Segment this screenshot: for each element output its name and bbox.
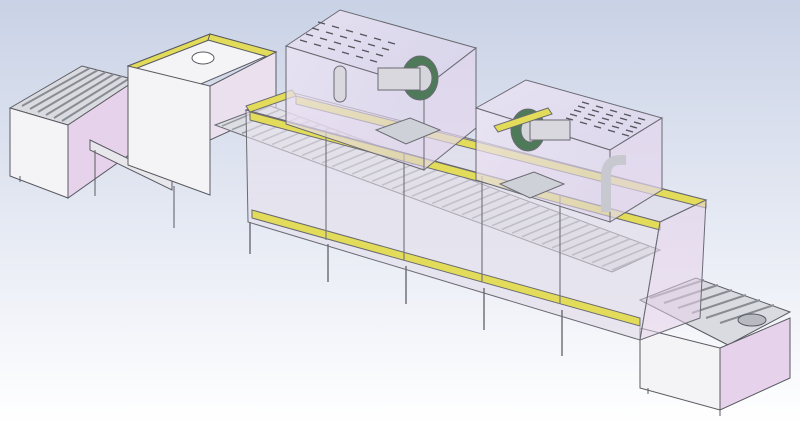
vent-slot [325, 31, 334, 35]
chamber-1-vent-slots [299, 21, 396, 63]
left-rollers [21, 67, 131, 122]
vent-slot [355, 55, 364, 59]
vent-slot [615, 121, 624, 125]
vent-slot [597, 121, 606, 125]
vent-slot [607, 129, 616, 133]
tunnel-yellow-bottom-rail [251, 209, 641, 327]
vent-slot [353, 39, 362, 43]
chamber-1-fan [377, 55, 439, 101]
vent-slot [299, 39, 308, 43]
vent-slot [369, 59, 378, 63]
vent-slot [375, 53, 384, 57]
vent-slot [619, 117, 628, 121]
vent-slot [587, 113, 596, 117]
vent-slot [605, 113, 614, 117]
vent-slot [591, 109, 600, 113]
vent-slot [625, 129, 634, 133]
chamber-2-vent-slots [565, 101, 646, 137]
vent-slot [621, 133, 630, 137]
cabinet-front [127, 65, 211, 196]
tunnel-frame-posts [325, 132, 561, 304]
vent-slot [593, 125, 602, 129]
vent-slot [583, 117, 592, 121]
right-drive-roller [737, 313, 767, 327]
vent-slot [347, 45, 356, 49]
vent-slot [361, 49, 370, 53]
tunnel-end-panel [639, 199, 707, 341]
vent-slot [611, 125, 620, 129]
vent-slot [579, 121, 588, 125]
chamber-1-tray [374, 117, 442, 145]
heating-chamber-1 [284, 9, 478, 172]
vent-slot [609, 109, 618, 113]
vent-slot [317, 21, 326, 25]
vent-slot [601, 117, 610, 121]
vent-slot [367, 43, 376, 47]
vent-slot [359, 33, 368, 37]
vent-slot [333, 41, 342, 45]
vent-slot [565, 117, 574, 121]
vent-slot [577, 105, 586, 109]
vent-slot [595, 105, 604, 109]
vent-slot [623, 113, 632, 117]
vent-slot [573, 109, 582, 113]
vent-slot [327, 47, 336, 51]
vent-slot [305, 33, 314, 37]
vent-slot [629, 125, 638, 129]
cabinet-port-hole [191, 51, 215, 65]
vent-slot [331, 25, 340, 29]
vent-slot [311, 27, 320, 31]
vent-slot [633, 121, 642, 125]
chamber-2-tray [498, 171, 566, 199]
loading-cabinet [126, 33, 278, 228]
vent-slot [569, 113, 578, 117]
vent-slot [581, 101, 590, 105]
vent-slot [319, 37, 328, 41]
chamber-2-yellow-bracket [493, 107, 553, 133]
vent-slot [381, 47, 390, 51]
vent-slot [341, 51, 350, 55]
chamber-2-fan-duct [529, 119, 571, 141]
vent-slot [373, 37, 382, 41]
vent-slot [387, 41, 396, 45]
tunnel-legs [249, 222, 563, 356]
chamber-2-exhaust-elbow [601, 155, 626, 212]
heating-chamber-2 [474, 79, 664, 223]
chamber-1-exhaust-pipe [333, 65, 347, 103]
right-conveyor-side-panel [719, 317, 791, 411]
vent-slot [345, 29, 354, 33]
left-infeed-conveyor [8, 65, 173, 199]
chamber-1-fan-duct [377, 67, 421, 91]
vent-slot [637, 117, 646, 121]
vent-slot [339, 35, 348, 39]
vent-slot [313, 43, 322, 47]
